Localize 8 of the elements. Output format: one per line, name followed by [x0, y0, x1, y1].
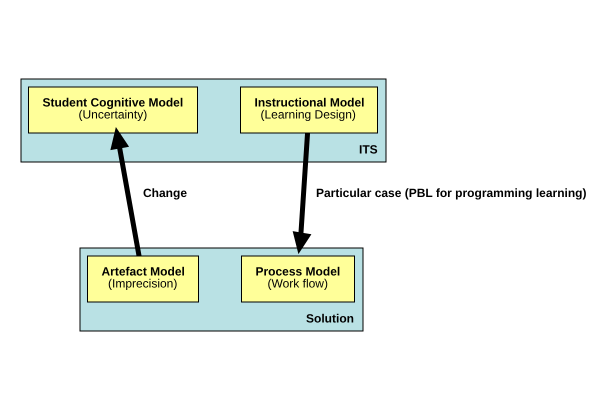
arrow [292, 133, 312, 254]
edge-label: Particular case (PBL for programming learning) [316, 186, 587, 200]
edge-label: Change [143, 186, 188, 200]
node-box: Process Model (Work flow) [241, 256, 355, 302]
node-box: Artefact Model (Imprecision) [87, 256, 199, 302]
arrow [110, 127, 142, 256]
node-box: Instructional Model (Learning Design) [240, 86, 378, 134]
node-box: Student Cognitive Model (Uncertainty) [28, 86, 198, 134]
